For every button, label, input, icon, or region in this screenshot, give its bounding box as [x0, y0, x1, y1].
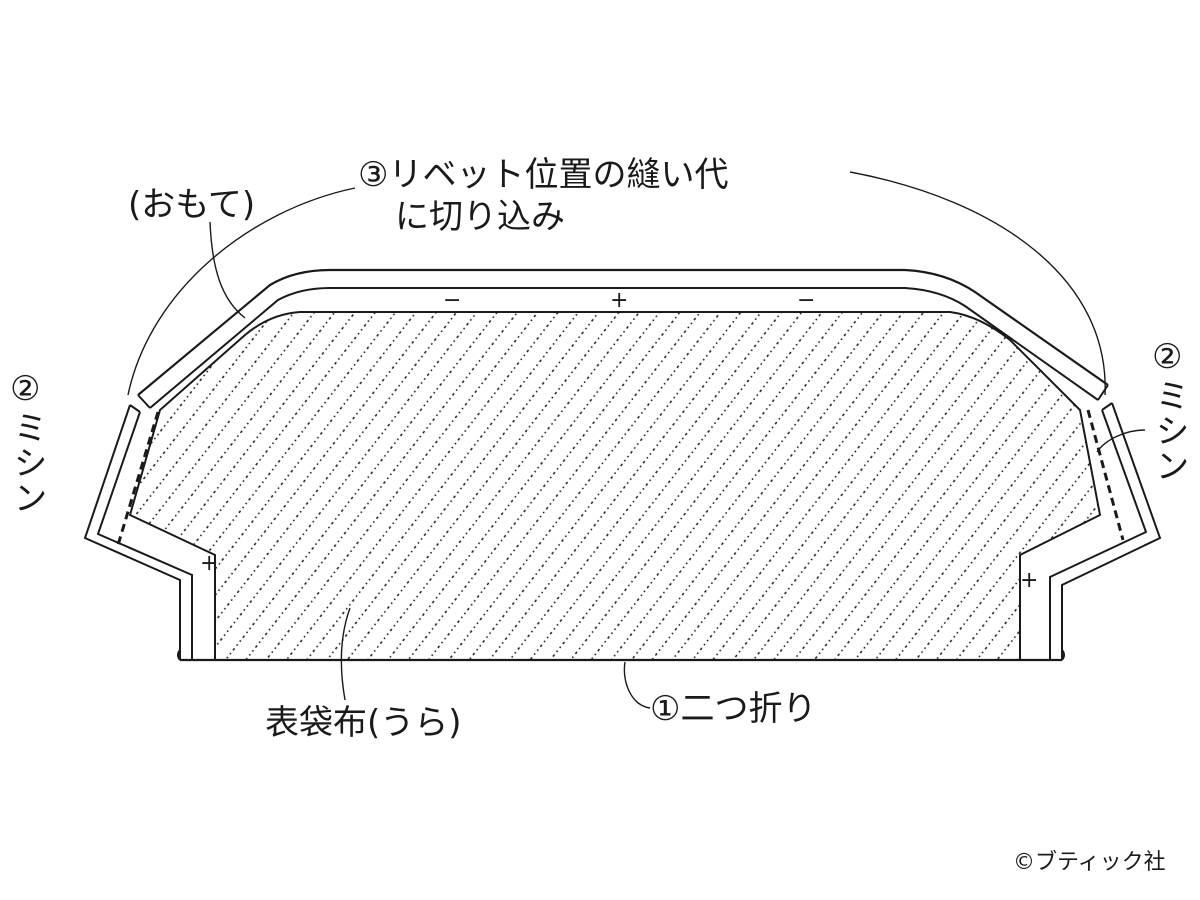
sewing-right-label: ミシン	[1149, 378, 1189, 483]
top-band-outer-edge	[137, 268, 1109, 396]
right-side-band	[1049, 402, 1162, 660]
sewing-left-label: ミシン	[7, 410, 47, 515]
rivet-cut-label-line1: ③リベット位置の縫い代	[358, 155, 729, 195]
minus-mark-top-left: −	[443, 288, 462, 313]
leader-fold	[623, 661, 651, 709]
left-side-band	[83, 404, 193, 660]
plus-mark-top: +	[610, 288, 629, 313]
leader-rivet-right	[849, 171, 1106, 396]
right-side-label: (おもて)	[128, 185, 256, 225]
fold-label: ①二つ折り	[650, 689, 817, 729]
outer-fabric-hatching	[130, 312, 1100, 660]
plus-mark-left: +	[200, 551, 219, 576]
leader-right-side	[209, 221, 246, 319]
right-stitch-line	[1086, 409, 1125, 541]
outer-fabric-label: 表袋布(うら)	[265, 703, 462, 743]
leader-sewing-right	[1096, 429, 1146, 453]
leader-outer-fabric	[340, 607, 351, 701]
sewing-left-number: ②	[10, 369, 41, 409]
minus-mark-top-right: −	[797, 288, 816, 313]
copyright-notice: ©ブティック社	[1013, 850, 1166, 875]
plus-mark-right: +	[1020, 568, 1039, 593]
leader-rivet-left	[127, 187, 356, 396]
rivet-cut-label-line2: に切り込み	[395, 197, 565, 237]
left-stitch-line	[116, 411, 160, 546]
sewing-right-number: ②	[1152, 337, 1183, 377]
inner-fabric-outline	[128, 311, 1102, 660]
top-band-inner-edge	[149, 287, 1099, 409]
